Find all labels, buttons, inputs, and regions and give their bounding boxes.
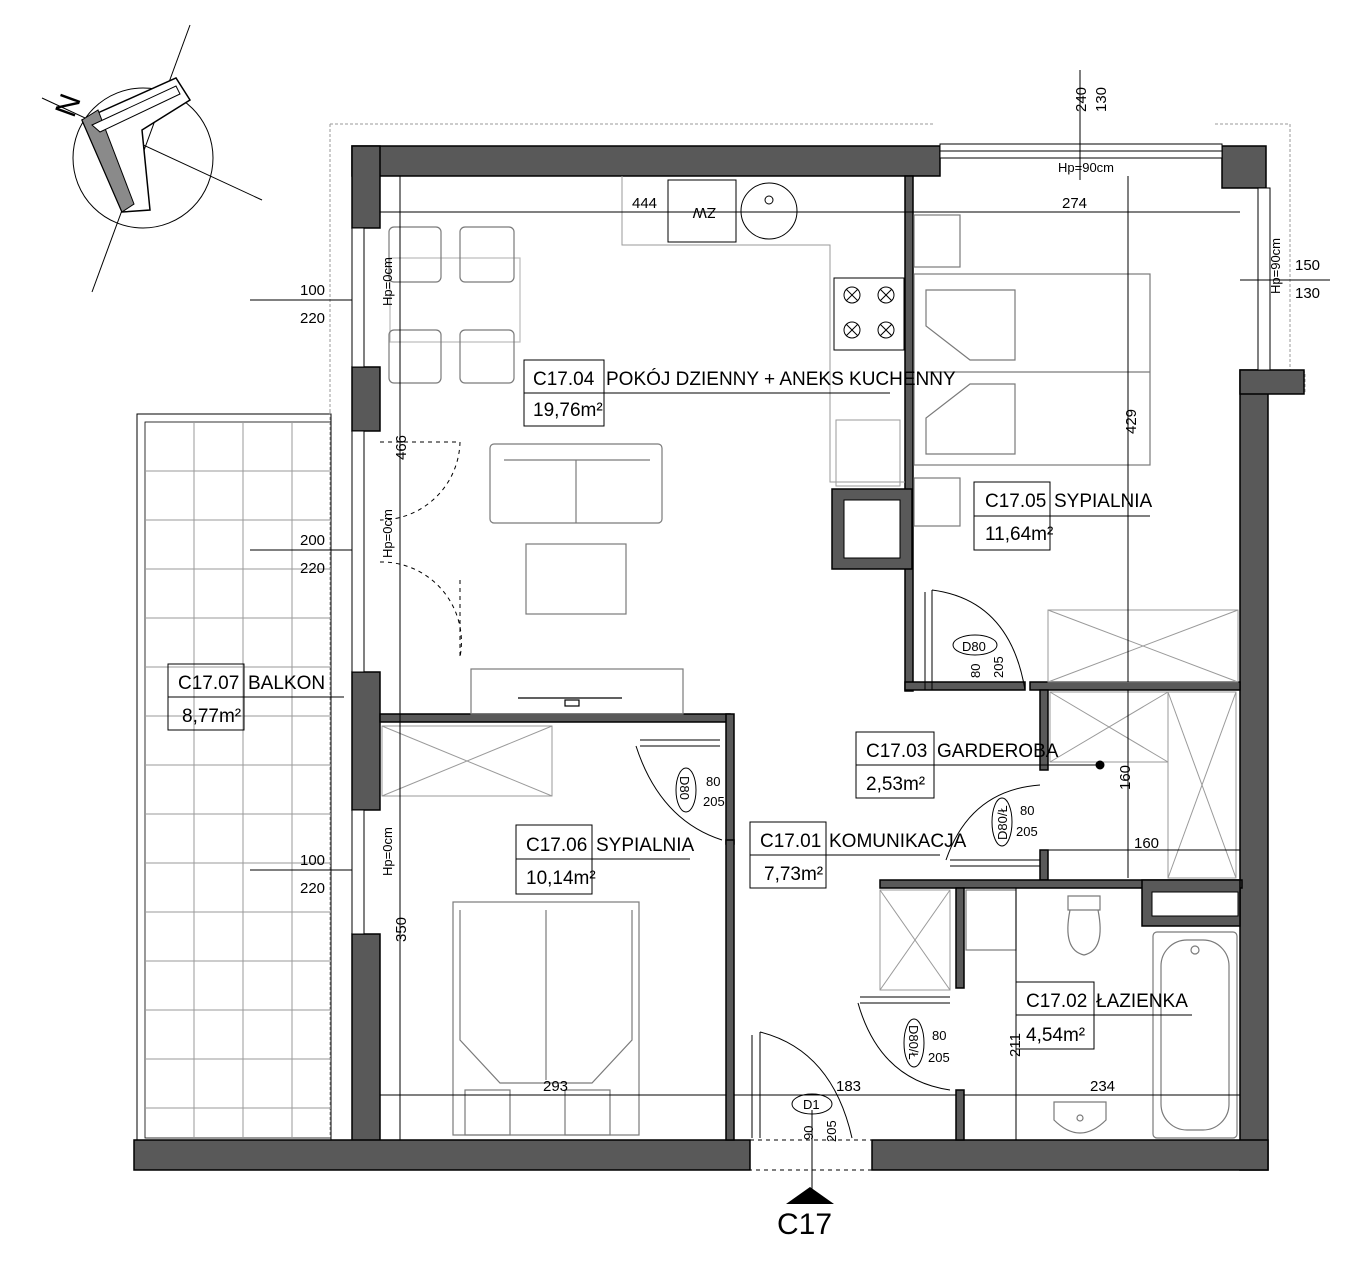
svg-text:D80/Ł: D80/Ł xyxy=(995,805,1010,840)
svg-text:200: 200 xyxy=(300,532,325,549)
svg-text:220: 220 xyxy=(300,560,325,577)
svg-text:160: 160 xyxy=(1134,835,1159,852)
svg-text:220: 220 xyxy=(300,310,325,327)
svg-text:100: 100 xyxy=(300,852,325,869)
svg-text:444: 444 xyxy=(632,195,657,212)
svg-text:SYPIALNIA: SYPIALNIA xyxy=(1054,491,1153,512)
svg-text:80: 80 xyxy=(1020,803,1034,818)
svg-text:150: 150 xyxy=(1295,257,1320,274)
entrance-marker: C17 xyxy=(777,1187,834,1241)
bedroom2-furniture xyxy=(452,901,640,1136)
svg-text:234: 234 xyxy=(1090,1078,1115,1095)
svg-text:19,76m²: 19,76m² xyxy=(533,400,603,421)
svg-text:130: 130 xyxy=(1295,285,1320,302)
svg-text:240: 240 xyxy=(1073,87,1090,112)
toilet-icon xyxy=(1067,895,1101,956)
svg-text:160: 160 xyxy=(1117,765,1134,790)
room-label-c17-04: C17.04 POKÓJ DZIENNY + ANEKS KUCHENNY 19… xyxy=(523,359,956,427)
svg-text:Hp=90cm: Hp=90cm xyxy=(1058,160,1114,175)
windows xyxy=(351,143,1271,935)
walls xyxy=(133,145,1305,1171)
compass-icon: N xyxy=(41,24,263,293)
kitchen: ZW xyxy=(621,176,905,487)
svg-text:D80/Ł: D80/Ł xyxy=(906,1025,921,1060)
svg-text:C17.06: C17.06 xyxy=(526,835,587,856)
svg-text:80: 80 xyxy=(968,664,983,678)
svg-text:90: 90 xyxy=(801,1126,816,1140)
window-annotations: 240 130 Hp=90cm 150 130 Hp=90cm 100 220 … xyxy=(300,87,1320,897)
room-label-c17-05: C17.05 SYPIALNIA 11,64m² xyxy=(973,481,1153,551)
svg-text:293: 293 xyxy=(543,1078,568,1095)
doors xyxy=(379,441,1041,1171)
svg-text:350: 350 xyxy=(393,917,410,942)
living-furniture xyxy=(388,226,684,715)
svg-text:205: 205 xyxy=(928,1050,950,1065)
svg-text:C17.04: C17.04 xyxy=(533,369,595,390)
svg-text:80: 80 xyxy=(706,774,720,789)
svg-text:C17.07: C17.07 xyxy=(178,673,239,694)
wardrobes xyxy=(381,609,1239,991)
svg-text:205: 205 xyxy=(703,794,725,809)
svg-text:Hp=0cm: Hp=0cm xyxy=(380,827,395,876)
svg-text:Hp=0cm: Hp=0cm xyxy=(380,257,395,306)
svg-text:SYPIALNIA: SYPIALNIA xyxy=(596,835,695,856)
door-annotations: D80 80 205 D80 80 205 D80/Ł 80 205 D80/Ł… xyxy=(675,634,1038,1142)
svg-text:D1: D1 xyxy=(803,1097,820,1112)
svg-text:C17.05: C17.05 xyxy=(985,491,1046,512)
cooktop-icon xyxy=(833,277,905,351)
svg-text:11,64m²: 11,64m² xyxy=(985,524,1053,545)
svg-text:8,77m²: 8,77m² xyxy=(182,706,241,727)
unit-label: C17 xyxy=(777,1208,832,1241)
svg-text:C17.03: C17.03 xyxy=(866,741,927,762)
svg-text:183: 183 xyxy=(836,1078,861,1095)
svg-text:4,54m²: 4,54m² xyxy=(1026,1025,1085,1046)
room-label-c17-02: C17.02 ŁAZIENKA 4,54m² xyxy=(1015,981,1192,1050)
svg-text:Hp=90cm: Hp=90cm xyxy=(1268,238,1283,294)
bedroom1-furniture xyxy=(913,214,1151,527)
svg-text:274: 274 xyxy=(1062,195,1087,212)
svg-text:7,73m²: 7,73m² xyxy=(764,864,823,885)
svg-text:205: 205 xyxy=(824,1120,839,1142)
svg-text:466: 466 xyxy=(393,435,410,460)
svg-text:Hp=0cm: Hp=0cm xyxy=(380,509,395,558)
svg-text:205: 205 xyxy=(1016,824,1038,839)
washbasin-icon xyxy=(1053,1101,1107,1134)
svg-text:D80: D80 xyxy=(677,776,692,800)
room-label-c17-06: C17.06 SYPIALNIA 10,14m² xyxy=(515,824,695,895)
svg-text:C17.02: C17.02 xyxy=(1026,991,1087,1012)
svg-text:KOMUNIKACJA: KOMUNIKACJA xyxy=(829,831,967,852)
svg-text:80: 80 xyxy=(932,1028,946,1043)
svg-text:10,14m²: 10,14m² xyxy=(526,868,596,889)
svg-text:POKÓJ DZIENNY + ANEKS KUCHENNY: POKÓJ DZIENNY + ANEKS KUCHENNY xyxy=(606,368,956,390)
balcony xyxy=(136,413,332,1141)
bathtub-icon xyxy=(1152,931,1238,1139)
entrance-arrow-icon xyxy=(786,1187,834,1204)
compass-north-label: N xyxy=(49,90,87,122)
svg-text:211: 211 xyxy=(1007,1033,1024,1057)
room-label-c17-07: C17.07 BALKON 8,77m² xyxy=(167,663,344,731)
svg-text:2,53m²: 2,53m² xyxy=(866,774,925,795)
svg-text:100: 100 xyxy=(300,282,325,299)
room-label-c17-03: C17.03 GARDEROBA 2,53m² xyxy=(855,731,1059,799)
svg-text:205: 205 xyxy=(991,656,1006,678)
svg-text:429: 429 xyxy=(1123,409,1140,434)
svg-text:ŁAZIENKA: ŁAZIENKA xyxy=(1096,991,1188,1012)
bathroom-fixtures xyxy=(965,889,1238,1139)
svg-text:BALKON: BALKON xyxy=(248,673,325,694)
svg-text:D80: D80 xyxy=(962,639,986,654)
svg-text:GARDEROBA: GARDEROBA xyxy=(937,741,1059,762)
sink-icon xyxy=(740,182,798,240)
dimension-texts: 444 274 429 466 350 293 183 234 211 160 … xyxy=(393,195,1159,1095)
svg-text:130: 130 xyxy=(1093,87,1110,112)
svg-text:220: 220 xyxy=(300,880,325,897)
room-label-c17-01: C17.01 KOMUNIKACJA 7,73m² xyxy=(749,821,967,889)
svg-text:C17.01: C17.01 xyxy=(760,831,821,852)
dimension-lines xyxy=(250,70,1330,1190)
